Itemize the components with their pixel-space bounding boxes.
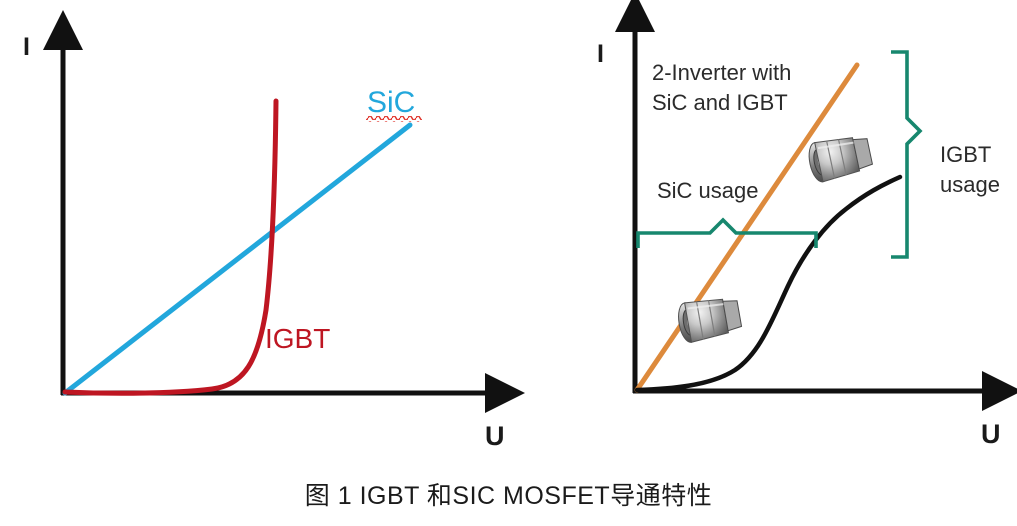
right-title-line1: 2-Inverter with — [652, 60, 791, 85]
igbt-usage-label-line2: usage — [940, 172, 1000, 197]
left-sic-spellcheck-squiggle-icon — [366, 116, 422, 122]
right-title-line2: SiC and IGBT — [652, 90, 788, 115]
sic-usage-bracket — [636, 217, 818, 248]
igbt-usage-bracket — [891, 50, 923, 259]
figure-caption: 图 1 IGBT 和SIC MOSFET导通特性 — [304, 482, 713, 510]
left-igbt-label: IGBT — [265, 323, 330, 354]
chart-left-igbt-vs-sic: I U SiC IGBT — [0, 0, 560, 460]
left-sic-label: SiC — [367, 86, 415, 119]
motor-connector-upper-icon — [808, 137, 874, 183]
left-x-axis-label: U — [485, 421, 505, 451]
right-igbt-black-curve — [634, 174, 903, 393]
chart-right-inverter-usage: I U 2-Inverter with SiC and IGBT SiC usa… — [560, 0, 1017, 460]
left-sic-curve — [62, 122, 413, 396]
igbt-usage-label-line1: IGBT — [940, 142, 991, 167]
right-y-axis-label: I — [597, 40, 604, 68]
left-y-axis-label: I — [23, 33, 30, 61]
right-x-axis-label: U — [981, 419, 1001, 449]
chart-right-svg: I U 2-Inverter with SiC and IGBT SiC usa… — [597, 0, 1017, 449]
chart-left-svg: I U SiC IGBT — [23, 10, 525, 451]
sic-usage-label: SiC usage — [657, 178, 759, 203]
right-sic-orange-curve — [634, 62, 860, 393]
left-igbt-curve — [62, 98, 279, 396]
motor-connector-lower-icon — [678, 298, 743, 343]
